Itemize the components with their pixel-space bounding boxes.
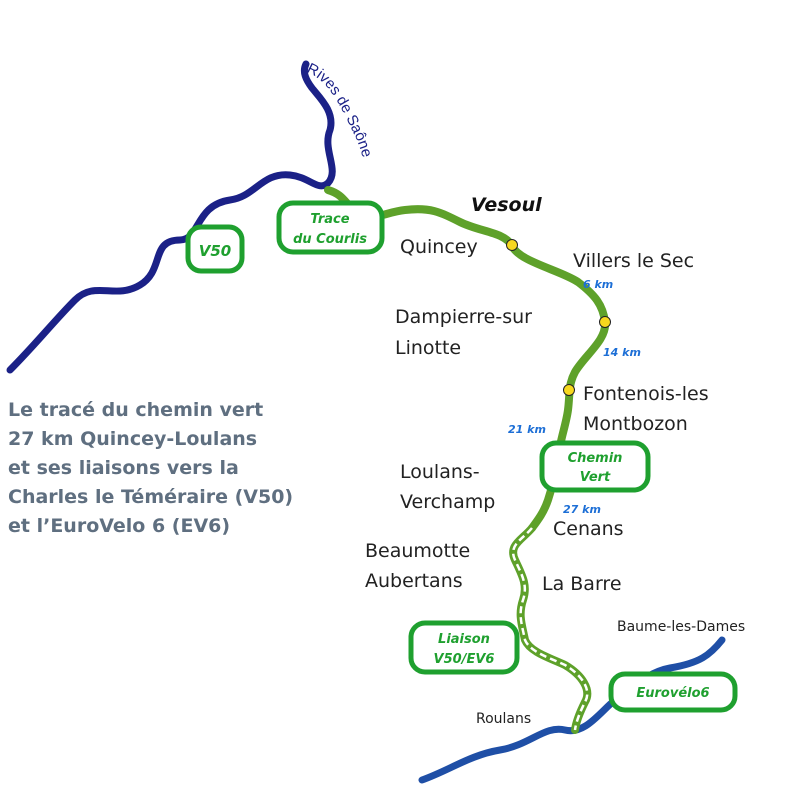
distance-14km: 14 km — [603, 346, 641, 359]
badge-trace-label-1: Trace — [310, 212, 349, 227]
badge-chemin-label-1: Chemin — [568, 451, 623, 466]
town-label-loulans-1: Loulans- — [400, 461, 480, 483]
distance-21km: 21 km — [508, 423, 546, 436]
badge-liaison: Liaison V50/EV6 — [408, 620, 520, 675]
quincey-dot — [506, 239, 518, 251]
town-label-cenans: Cenans — [553, 518, 624, 540]
villers-dot — [599, 316, 611, 328]
description-line-4: Charles le Téméraire (V50) — [8, 486, 294, 508]
v50-river-path — [6, 60, 336, 374]
liaison-route-stripe — [512, 527, 589, 731]
badge-v50-label: V50 — [199, 242, 231, 260]
badge-chemin-vert: Chemin Vert — [539, 440, 651, 493]
fontenois-dot — [563, 384, 575, 396]
town-label-quincey: Quincey — [400, 236, 478, 258]
town-label-labarre: La Barre — [542, 573, 622, 595]
saone-river-label: Rives de Saône — [304, 60, 375, 159]
description-line-3: et ses liaisons vers la — [8, 457, 239, 479]
badge-trace-du-courlis: Trace du Courlis — [276, 200, 385, 255]
badge-trace-label-2: du Courlis — [293, 232, 367, 247]
badge-liaison-label-1: Liaison — [438, 632, 490, 647]
town-label-beaumotte-2: Aubertans — [365, 570, 463, 592]
description-line-1: Le tracé du chemin vert — [8, 399, 264, 421]
description-line-2: 27 km Quincey-Loulans — [8, 428, 258, 450]
badge-liaison-label-2: V50/EV6 — [434, 652, 495, 667]
distance-27km: 27 km — [563, 503, 601, 516]
liaison-route — [509, 524, 592, 734]
description-line-5: et l’EuroVelo 6 (EV6) — [8, 515, 231, 537]
badge-v50: V50 — [185, 224, 245, 274]
town-label-roulans: Roulans — [476, 711, 531, 727]
town-label-dampierre-2: Linotte — [395, 337, 461, 359]
town-label-loulans-2: Verchamp — [400, 491, 495, 513]
city-label-vesoul: Vesoul — [471, 194, 542, 216]
doubs-river-path — [418, 636, 726, 784]
map-description: Le tracé du chemin vert 27 km Quincey-Lo… — [8, 396, 348, 541]
town-label-fontenois-1: Fontenois-les — [583, 383, 709, 405]
town-label-villers: Villers le Sec — [573, 250, 694, 272]
badge-eurovelo6: Eurovélo6 — [608, 671, 738, 713]
distance-6km: 6 km — [583, 278, 613, 291]
badge-eurovelo-label: Eurovélo6 — [636, 686, 709, 701]
badge-chemin-label-2: Vert — [580, 470, 611, 485]
town-label-fontenois-2: Montbozon — [583, 413, 688, 435]
town-label-dampierre-1: Dampierre-sur — [395, 306, 532, 328]
town-label-baume: Baume-les-Dames — [617, 619, 745, 635]
town-label-beaumotte-1: Beaumotte — [365, 540, 470, 562]
